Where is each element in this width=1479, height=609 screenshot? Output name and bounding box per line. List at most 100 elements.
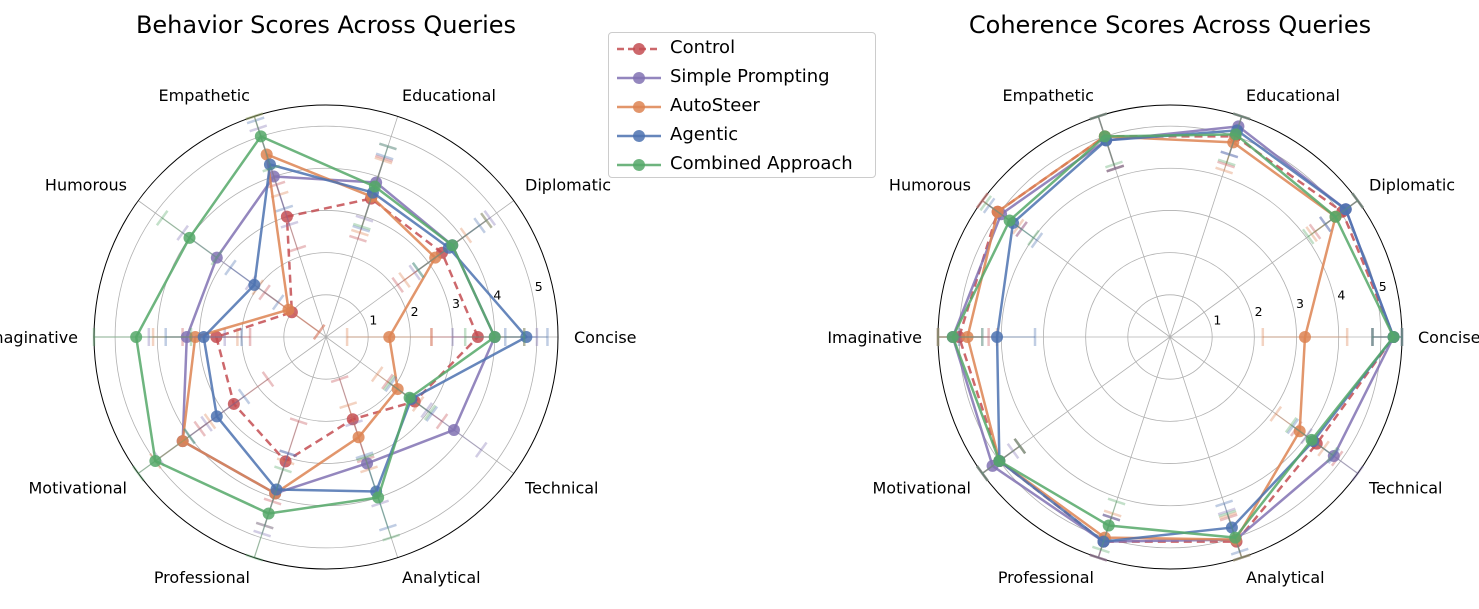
coherence-point-agentic-professional [1097, 535, 1110, 548]
coherence-errorbar-autosteer [1215, 166, 1234, 175]
behavior-category-label-concise: Concise [574, 328, 637, 347]
behavior-errorbar-combined-approach [210, 249, 224, 266]
behavior-errorbar-control [330, 375, 349, 384]
coherence-errorbar-agentic [1013, 438, 1027, 455]
coherence-errorbar-agentic [1102, 513, 1121, 522]
legend-marker-autosteer [617, 101, 661, 113]
coherence-errorbar-control [1013, 438, 1027, 455]
behavior-spoke-analytical [325, 336, 399, 558]
coherence-errorbar-agentic [1215, 499, 1234, 508]
behavior-series-simple-prompting [147, 124, 539, 538]
behavior-errorbar-control [435, 413, 449, 430]
behavior-rtick-label: 2 [411, 304, 419, 319]
behavior-category-label-technical: Technical [524, 479, 598, 498]
behavior-errorbar-autosteer [350, 228, 369, 237]
coherence-point-combined-approach-motivational [993, 454, 1006, 467]
behavior-point-autosteer-humorous [282, 303, 295, 316]
coherence-errorbar-simple-prompting [1106, 164, 1125, 173]
coherence-errorbar-simple-prompting [1220, 150, 1239, 159]
behavior-errorbar-autosteer [270, 190, 289, 199]
behavior-point-control-professional [279, 455, 292, 468]
behavior-errorbar-control [263, 497, 282, 506]
coherence-errorbar-simple-prompting [1318, 216, 1332, 233]
coherence-errorbar-combined-approach [976, 465, 989, 482]
coherence-point-agentic-analytical [1225, 521, 1238, 534]
behavior-series-control [181, 154, 526, 506]
coherence-errorbar-autosteer [1011, 218, 1025, 235]
coherence-spoke-educational [1169, 116, 1243, 338]
behavior-line-simple-prompting [181, 175, 496, 495]
coherence-category-label-concise: Concise [1418, 328, 1479, 347]
behavior-series-autosteer [149, 112, 473, 530]
coherence-errorbar-combined-approach [1107, 497, 1126, 506]
behavior-errorbar-combined-approach [132, 465, 145, 482]
behavior-errorbar-agentic [375, 152, 394, 161]
behavior-errorbar-agentic [425, 405, 439, 422]
legend-item-control: Control [609, 35, 875, 64]
behavior-errorbar-autosteer [245, 112, 264, 121]
coherence-spoke-technical [1169, 336, 1358, 474]
coherence-errorbar-autosteer [1269, 405, 1283, 422]
coherence-errorbar-agentic [1318, 216, 1332, 233]
behavior-errorbar-combined-approach [411, 262, 425, 279]
coherence-errorbar-control [1102, 513, 1121, 522]
legend-item-autosteer: AutoSteer [609, 93, 875, 122]
behavior-point-agentic-imaginative [197, 331, 210, 343]
behavior-point-autosteer-motivational [176, 435, 189, 448]
coherence-errorbar-simple-prompting [1351, 192, 1364, 209]
behavior-errorbar-combined-approach [155, 209, 169, 227]
coherence-chart-title: Coherence Scores Across Queries [969, 11, 1371, 39]
behavior-spoke-technical [325, 336, 514, 474]
behavior-point-control-motivational [227, 397, 240, 410]
behavior-errorbar-simple-prompting [355, 214, 374, 223]
behavior-errorbar-autosteer [276, 457, 295, 466]
behavior-point-simple-prompting-humorous [210, 251, 223, 264]
coherence-errorbar-simple-prompting [1015, 221, 1028, 238]
behavior-point-agentic-motivational [210, 410, 223, 423]
behavior-series-combined-approach [92, 112, 526, 562]
behavior-errorbar-simple-prompting [200, 415, 213, 432]
legend: Control Simple Prompting AutoSteer Agent… [608, 32, 876, 178]
behavior-errorbar-agentic [224, 259, 237, 276]
legend-label-control: Control [670, 37, 736, 58]
coherence-spoke-motivational [982, 336, 1171, 474]
behavior-errorbar-simple-prompting [474, 441, 488, 458]
behavior-errorbar-combined-approach [137, 435, 190, 474]
behavior-errorbar-simple-prompting [253, 529, 272, 538]
coherence-category-label-educational: Educational [1246, 86, 1340, 105]
behavior-spoke-diplomatic [325, 200, 514, 338]
coherence-point-combined-approach-educational [1229, 128, 1242, 141]
behavior-errorbar-control [312, 324, 326, 341]
coherence-errorbar-simple-prompting [976, 465, 989, 482]
coherence-spoke-empathetic [1097, 116, 1171, 338]
coherence-errorbar-simple-prompting [976, 192, 989, 209]
behavior-category-label-analytical: Analytical [402, 568, 481, 587]
behavior-point-combined-approach-educational [368, 180, 381, 193]
behavior-rtick-label: 4 [493, 287, 501, 302]
coherence-errorbar-combined-approach [1301, 228, 1315, 245]
coherence-rtick-label: 3 [1296, 296, 1304, 311]
coherence-errorbar-combined-approach [1105, 160, 1123, 169]
coherence-errorbar-agentic [1089, 112, 1108, 121]
behavior-point-control-concise [471, 331, 484, 343]
behavior-point-combined-approach-imaginative [130, 331, 143, 343]
behavior-errorbar-simple-prompting [345, 419, 363, 428]
coherence-errorbar-combined-approach [1351, 192, 1364, 209]
coherence-errorbar-simple-prompting [1232, 112, 1251, 121]
behavior-errorbar-combined-approach [382, 374, 396, 391]
behavior-errorbar-autosteer [411, 395, 425, 412]
behavior-errorbar-autosteer [312, 324, 326, 341]
coherence-errorbar-simple-prompting [1232, 553, 1251, 562]
legend-label-agentic: Agentic [670, 124, 739, 145]
coherence-errorbar-agentic [1351, 192, 1364, 209]
behavior-category-label-educational: Educational [402, 86, 496, 105]
behavior-point-combined-approach-analytical [372, 491, 385, 504]
behavior-radar-chart: Behavior Scores Across Queries 12345Conc… [0, 11, 637, 587]
coherence-errorbar-combined-approach [979, 195, 993, 212]
coherence-category-label-professional: Professional [998, 568, 1094, 587]
coherence-point-combined-approach-analytical [1229, 531, 1242, 544]
coherence-category-label-technical: Technical [1368, 479, 1442, 498]
behavior-errorbar-autosteer [360, 465, 378, 474]
coherence-rtick-label: 1 [1213, 313, 1221, 328]
